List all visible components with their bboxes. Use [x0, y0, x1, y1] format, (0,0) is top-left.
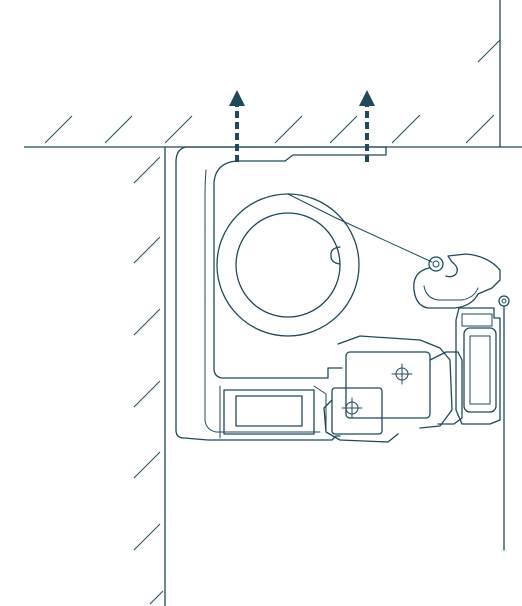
- rail-pivot-inner: [501, 298, 507, 304]
- arm-block-lower-outline: [323, 399, 399, 443]
- housing-inner-edge: [204, 169, 321, 433]
- front-pivot-inner: [432, 260, 440, 268]
- housing-outer: [185, 146, 387, 379]
- fabric-from-roller: [287, 193, 433, 263]
- bracket-inner-box: [235, 395, 303, 427]
- upward-arrows: [229, 90, 375, 162]
- front-rail: [455, 295, 510, 551]
- front-bar-profile: [413, 253, 501, 309]
- rail-block-inner: [469, 335, 491, 405]
- bracket-outer-box: [223, 389, 315, 435]
- housing-bracket: [219, 385, 327, 439]
- front-pivot: [428, 256, 444, 272]
- rail-inner-box: [461, 313, 493, 327]
- housing-bottom: [183, 435, 341, 441]
- ceiling-and-wall: [24, 0, 522, 606]
- arm-mechanism: [323, 335, 463, 443]
- roller-groove: [330, 246, 341, 265]
- arm-connector: [429, 351, 463, 425]
- arm-block-upper-outline: [337, 335, 453, 429]
- roller-tube: [216, 193, 433, 337]
- rail-bracket: [455, 307, 501, 425]
- roller-outer-circle: [216, 193, 360, 337]
- cassette-housing: [175, 146, 387, 441]
- roller-inner-circle: [235, 212, 341, 318]
- rail-block: [463, 327, 497, 413]
- housing-left-edge: [175, 146, 187, 439]
- front-profile: [413, 253, 501, 309]
- bracket-side: [219, 385, 327, 439]
- arrow-head-1: [229, 90, 245, 106]
- wall-hatching: [133, 156, 164, 605]
- arm-block-upper: [345, 351, 431, 419]
- rail-pivot: [498, 295, 510, 307]
- arrow-head-2: [359, 90, 375, 106]
- arm-block-lower: [331, 387, 383, 435]
- front-bar-inner: [423, 285, 479, 301]
- ceiling-hatching: [44, 39, 501, 144]
